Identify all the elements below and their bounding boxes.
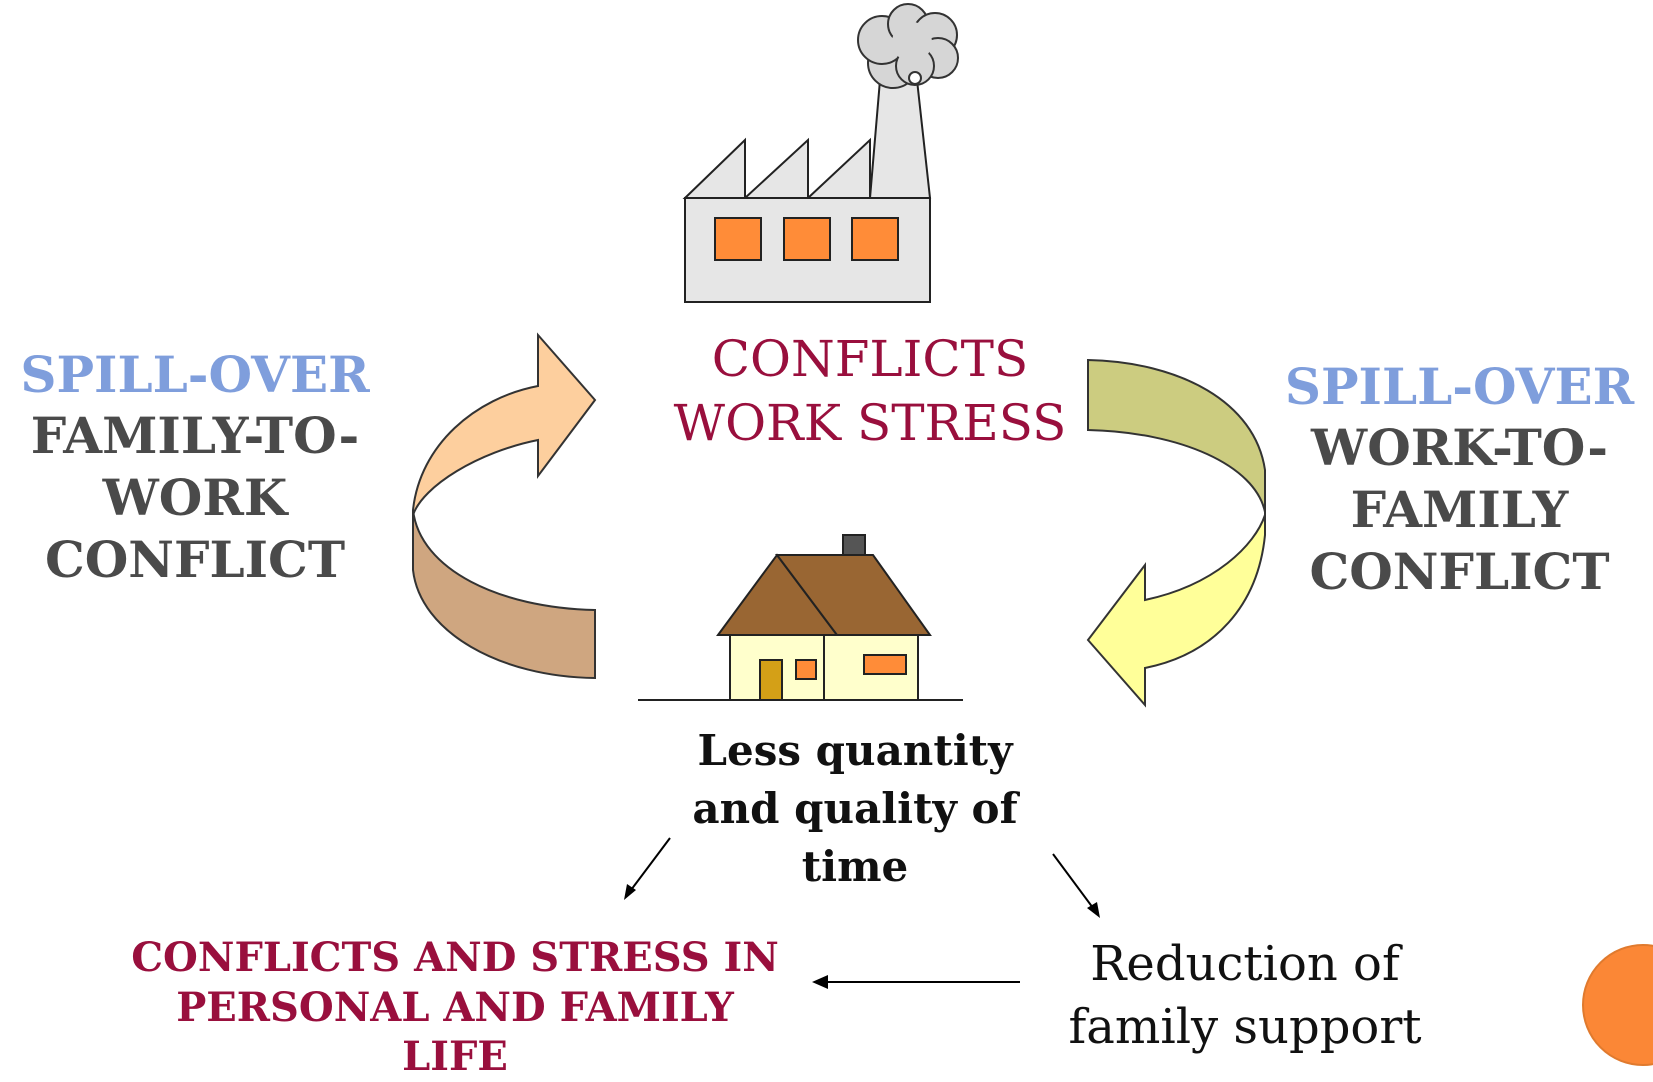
time-reduction-text: Less quantity and quality of time	[650, 722, 1060, 896]
left-conflict-line-2: WORK	[102, 468, 288, 527]
family-conflicts-line-1: CONFLICTS AND STRESS IN	[131, 934, 779, 981]
time-line-2: and quality of	[692, 783, 1018, 833]
family-conflicts-line-2: PERSONAL AND FAMILY	[176, 983, 734, 1031]
family-support-line-1: Reduction of	[1090, 936, 1400, 992]
time-line-3: time	[801, 841, 909, 891]
right-conflict-line-1: WORK-TO-	[1311, 418, 1608, 477]
family-conflicts-text: CONFLICTS AND STRESS IN PERSONAL AND FAM…	[100, 933, 810, 1082]
time-line-1: Less quantity	[697, 726, 1013, 775]
family-support-text: Reduction of family support	[1040, 933, 1450, 1060]
arrow-to-family-conflicts	[624, 837, 671, 900]
right-spillover-label: SPILL-OVER WORK-TO- FAMILY CONFLICT	[1272, 357, 1647, 603]
left-spillover-label: SPILL-OVER FAMILY-TO- WORK CONFLICT	[0, 345, 390, 591]
left-spillover-arrow	[412, 332, 597, 680]
corner-decoration	[1582, 944, 1653, 1066]
family-conflicts-line-3: LIFE	[402, 1033, 508, 1081]
left-conflict-line-1: FAMILY-TO-	[30, 406, 360, 465]
house-icon	[638, 534, 963, 701]
work-stress-line-1: CONFLICTS	[711, 330, 1029, 388]
family-support-line-2: family support	[1068, 999, 1422, 1056]
left-spill-over-text: SPILL-OVER	[20, 345, 370, 404]
factory-icon	[682, 79, 932, 303]
right-spill-over-text: SPILL-OVER	[1284, 357, 1635, 416]
work-stress-title: CONFLICTS WORK STRESS	[650, 327, 1090, 455]
right-conflict-line-3: CONFLICT	[1309, 542, 1610, 601]
arrow-to-family-support	[1052, 853, 1100, 918]
arrow-support-to-conflicts	[812, 975, 1020, 989]
work-stress-line-2: WORK STRESS	[673, 394, 1067, 452]
smoke-cloud-icon	[857, 3, 959, 89]
left-conflict-line-3: CONFLICT	[44, 530, 346, 589]
right-conflict-line-2: FAMILY	[1350, 480, 1569, 539]
right-spillover-arrow	[1086, 358, 1266, 708]
